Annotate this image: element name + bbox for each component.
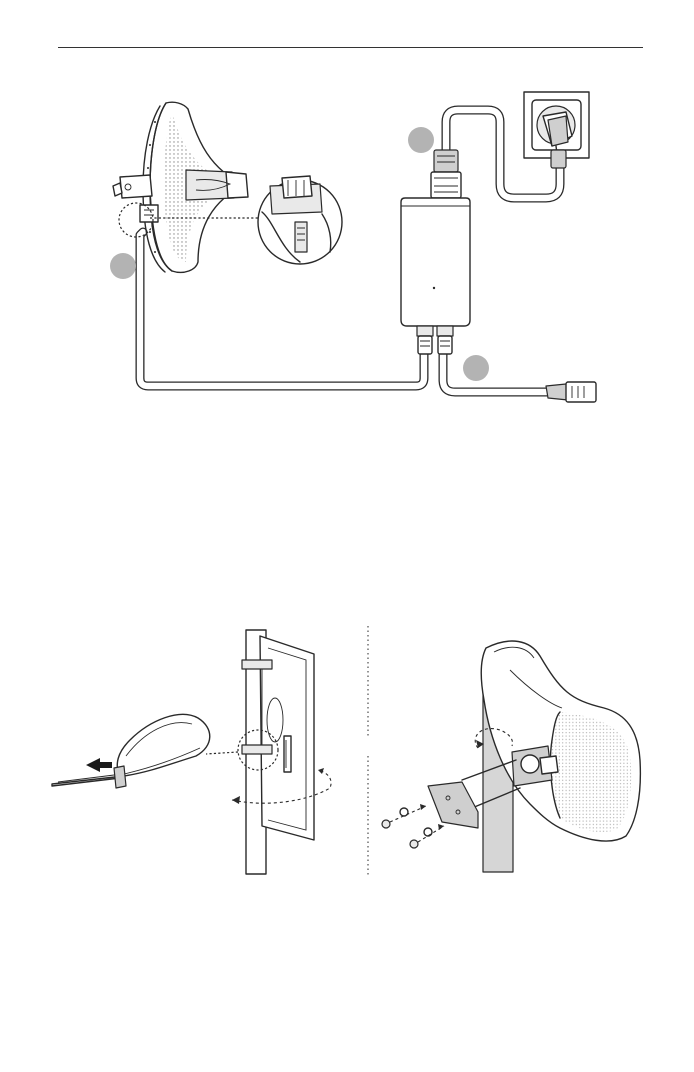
callout-badge-3 <box>463 355 489 381</box>
callout-badge-1 <box>110 253 136 279</box>
pole-strap-mounting <box>206 630 331 874</box>
bracket-mounting <box>382 641 640 872</box>
connection-diagram <box>110 92 596 402</box>
callout-badge-2 <box>408 127 434 153</box>
wall-socket <box>524 92 589 168</box>
rj45-plug <box>546 382 596 402</box>
cable-tie <box>52 714 210 788</box>
poe-adapter <box>401 198 470 354</box>
power-connector <box>431 150 461 198</box>
pull-arrow-icon <box>86 758 112 772</box>
ethernet-cable-lan <box>443 352 548 392</box>
cpe-device <box>113 102 248 272</box>
